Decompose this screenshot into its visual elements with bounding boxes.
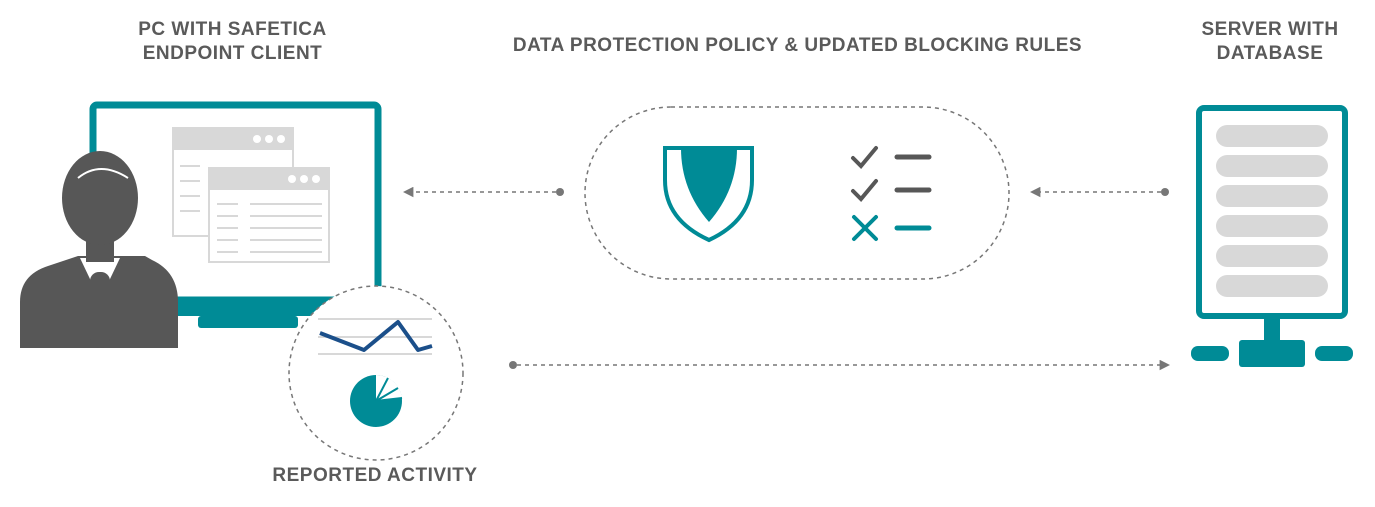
window-icon	[208, 167, 330, 263]
pie-chart-icon	[350, 374, 403, 427]
server-icon	[1191, 105, 1353, 367]
shield-icon	[663, 146, 754, 243]
policy-capsule	[584, 106, 1010, 280]
flow-arrows	[402, 186, 1171, 371]
server-label: SERVER WITH DATABASE	[1201, 19, 1339, 64]
user-icon	[20, 151, 178, 348]
line-chart-icon	[318, 318, 433, 355]
activity-label: REPORTED ACTIVITY	[272, 465, 478, 486]
pc-label: PC WITH SAFETICA ENDPOINT CLIENT	[138, 19, 327, 64]
policy-label: DATA PROTECTION POLICY & UPDATED BLOCKIN…	[512, 35, 1083, 56]
activity-bubble	[288, 285, 464, 461]
checklist-icon	[851, 146, 932, 241]
